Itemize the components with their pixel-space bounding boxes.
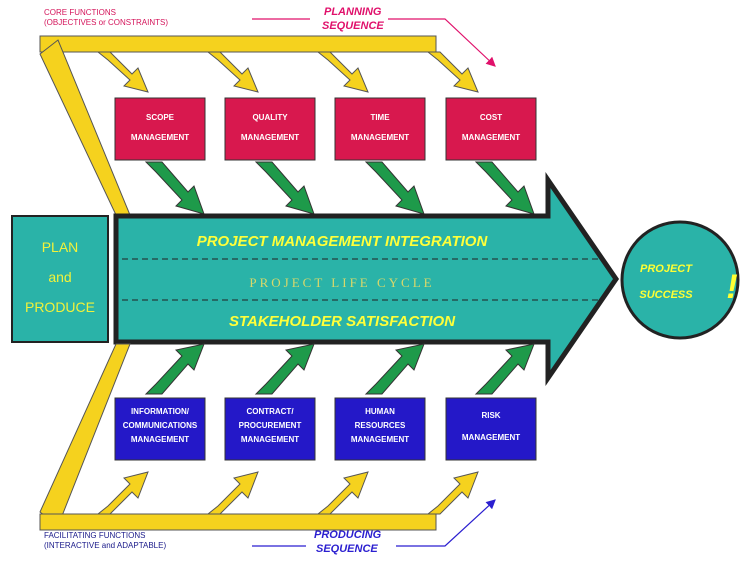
- risk-management-box: [445, 397, 537, 461]
- integration-label: PROJECT MANAGEMENT INTEGRATION: [197, 233, 489, 250]
- success-label-2: SUCCESS: [639, 289, 693, 301]
- time-box-label-2: MANAGEMENT: [351, 133, 409, 142]
- green-arrow-time: [364, 161, 425, 215]
- project-success-circle: [620, 220, 740, 340]
- yellow-arrow-risk: [426, 471, 479, 515]
- planning-sequence-label-2: SEQUENCE: [322, 20, 384, 32]
- bottom-green-arrows: [144, 343, 535, 395]
- success-label-1: PROJECT: [640, 263, 693, 275]
- planning-sequence-label: PLANNING: [324, 6, 382, 18]
- yellow-arrow-scope: [96, 51, 149, 93]
- scope-box-label-2: MANAGEMENT: [131, 133, 189, 142]
- contract-management-box: [224, 397, 316, 461]
- contract-box-label: CONTRACT/: [246, 407, 294, 416]
- human-resources-box: [334, 397, 426, 461]
- green-arrow-quality: [254, 161, 315, 215]
- top-yellow-arrows: [96, 51, 479, 93]
- main-project-arrow: [113, 171, 620, 387]
- yellow-arrow-contract: [206, 471, 259, 515]
- cost-box-label: COST: [480, 113, 502, 122]
- yellow-arrow-time: [316, 51, 369, 93]
- green-arrow-risk: [474, 343, 535, 395]
- time-management-box: [334, 97, 426, 161]
- yellow-arrow-cost: [426, 51, 479, 93]
- green-arrow-scope: [144, 161, 205, 215]
- yellow-arrow-quality: [206, 51, 259, 93]
- bottom-yellow-arrows: [96, 471, 479, 515]
- green-arrow-contract: [254, 343, 315, 395]
- produce-label: PRODUCE: [25, 299, 95, 315]
- risk-box-label-2: MANAGEMENT: [462, 433, 520, 442]
- quality-box-label-2: MANAGEMENT: [241, 133, 299, 142]
- cost-management-box: [445, 97, 537, 161]
- core-functions-bar: [39, 35, 437, 53]
- green-arrow-human: [364, 343, 425, 395]
- core-functions-sublabel: (OBJECTIVES or CONSTRAINTS): [44, 18, 168, 27]
- green-arrow-information: [144, 343, 205, 395]
- information-box-label-2: COMMUNICATIONS: [123, 421, 198, 430]
- information-box-label: INFORMATION/: [131, 407, 190, 416]
- core-functions-label: CORE FUNCTIONS: [44, 8, 116, 17]
- information-management-box: [114, 397, 206, 461]
- stakeholder-label: STAKEHOLDER SATISFACTION: [229, 313, 456, 330]
- human-box-label: HUMAN: [365, 407, 395, 416]
- plan-and-produce-box: [11, 215, 109, 343]
- top-green-arrows: [144, 161, 535, 215]
- scope-management-box: [114, 97, 206, 161]
- and-label: and: [48, 269, 71, 285]
- planning-sequence-arrow: [388, 18, 496, 67]
- producing-sequence-label: PRODUCING: [314, 529, 382, 541]
- facilitating-functions-bar: [39, 513, 437, 531]
- cost-box-label-2: MANAGEMENT: [462, 133, 520, 142]
- plan-label: PLAN: [42, 239, 79, 255]
- bottom-boxes: INFORMATION/ COMMUNICATIONS MANAGEMENT C…: [114, 397, 537, 461]
- facilitating-functions-sublabel: (INTERACTIVE and ADAPTABLE): [44, 541, 166, 550]
- yellow-arrow-information: [96, 471, 149, 515]
- facilitating-functions-label: FACILITATING FUNCTIONS: [44, 531, 145, 540]
- contract-box-label-3: MANAGEMENT: [241, 435, 299, 444]
- information-box-label-3: MANAGEMENT: [131, 435, 189, 444]
- producing-sequence-label-2: SEQUENCE: [316, 543, 378, 555]
- green-arrow-cost: [474, 161, 535, 215]
- contract-box-label-2: PROCUREMENT: [239, 421, 302, 430]
- quality-box-label: QUALITY: [252, 113, 288, 122]
- risk-box-label: RISK: [481, 411, 500, 420]
- quality-management-box: [224, 97, 316, 161]
- human-box-label-2: RESOURCES: [355, 421, 406, 430]
- producing-sequence-arrow: [396, 499, 496, 547]
- scope-box-label: SCOPE: [146, 113, 175, 122]
- time-box-label: TIME: [370, 113, 390, 122]
- exclamation-mark: !: [726, 268, 737, 306]
- yellow-arrow-human: [316, 471, 369, 515]
- human-box-label-3: MANAGEMENT: [351, 435, 409, 444]
- top-boxes: SCOPE MANAGEMENT QUALITY MANAGEMENT TIME…: [114, 97, 537, 161]
- life-cycle-label: PROJECT LIFE CYCLE: [249, 275, 434, 290]
